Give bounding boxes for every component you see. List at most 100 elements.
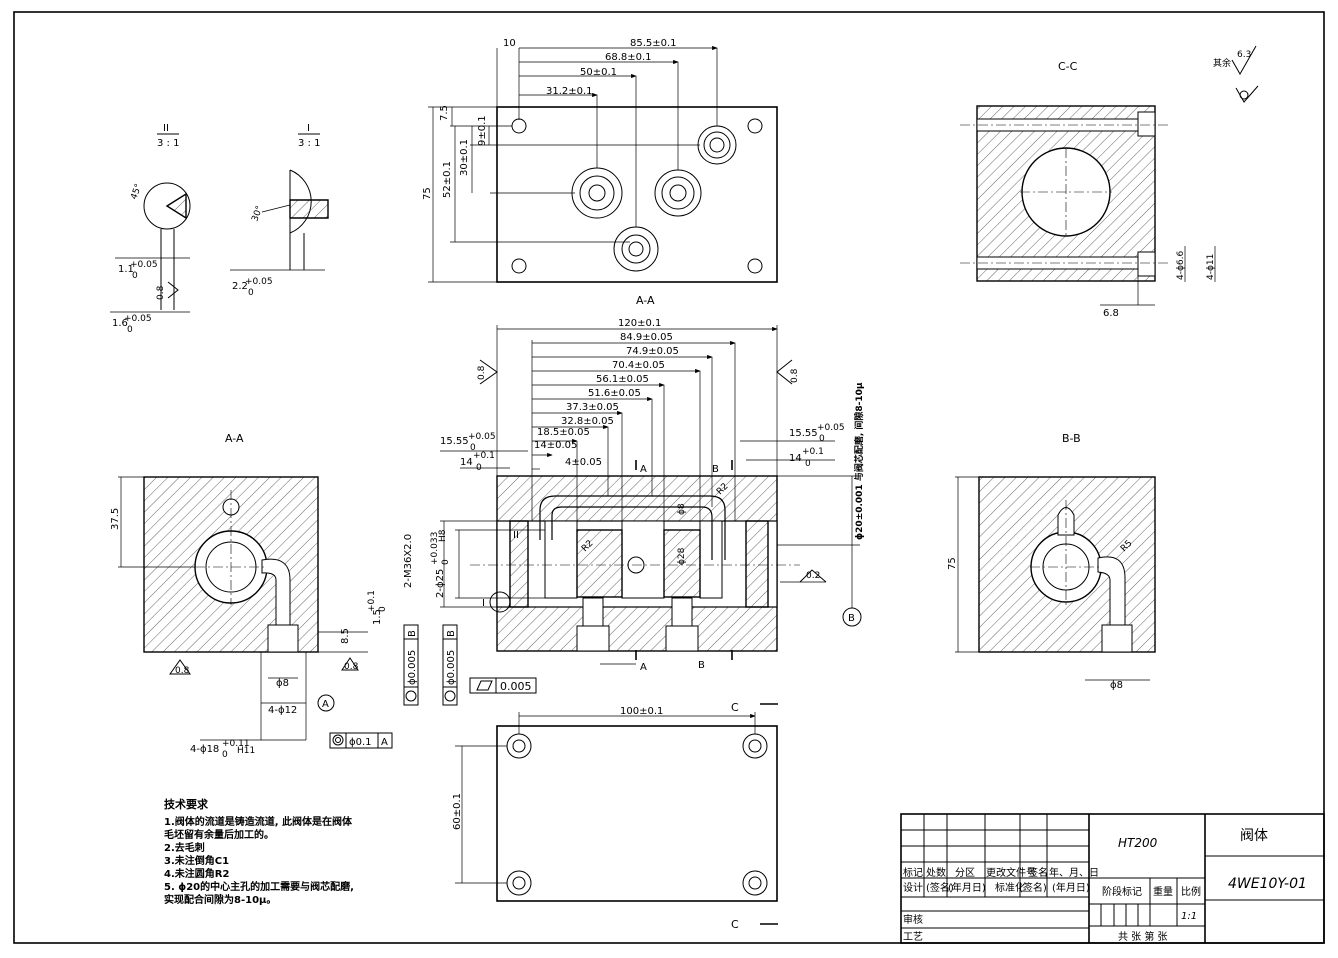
position-frame-2 <box>442 624 458 706</box>
concentricity-value: ϕ0.1 <box>349 737 372 748</box>
datum-b-label: B <box>848 613 855 624</box>
note-line-4: 3.未注倒角C1 <box>164 854 229 867</box>
dim-14-right-tol-upper: +0.1 <box>802 447 824 457</box>
detail-II-scale: 3 : 1 <box>157 138 179 149</box>
detail-I-scale: 3 : 1 <box>298 138 320 149</box>
dim-1.1: 1.1 <box>118 264 134 275</box>
position-datum-1: B <box>407 630 418 637</box>
dim-4-phi11: 4-ϕ11 <box>1206 254 1216 280</box>
section-bb-label: B-B <box>1062 432 1081 445</box>
dim-14-left-tol-lower: 0 <box>476 463 482 473</box>
tb-header-change-doc: 更改文件号 <box>986 866 1036 879</box>
dim-14-left: 14 <box>460 457 473 468</box>
dim-4-phi18: 4-ϕ18 <box>190 744 219 755</box>
tb-standard-date: (年月日) <box>1052 881 1090 894</box>
part-name: 阀体 <box>1240 828 1268 844</box>
roughness-0.8-aa-right: 0.8 <box>344 662 359 672</box>
dim-52: 52±0.1 <box>442 161 453 198</box>
dim-56.1: 56.1±0.05 <box>596 374 649 385</box>
dim-30: 30±0.1 <box>459 139 470 176</box>
dim-2.2-tol-upper: +0.05 <box>245 277 273 287</box>
roughness-6.3: 6.3 <box>1237 50 1251 60</box>
dim-4-phi18-tol-lower: 0 <box>222 750 228 760</box>
section-a-mark-top: A <box>640 464 647 475</box>
tb-process: 工艺 <box>903 931 923 943</box>
section-aa-center-label: A-A <box>636 294 655 307</box>
dim-51.6: 51.6±0.05 <box>588 388 641 399</box>
position-icon-1 <box>405 690 417 702</box>
tb-header-sign: 签名 <box>1028 866 1048 879</box>
detail-II: II 3 : 1 45° 1.1 +0.05 0 0.8 1.6 +0.05 0 <box>110 123 191 335</box>
datum-a-label: A <box>322 699 329 710</box>
concentricity-frame <box>329 732 393 749</box>
dim-phi28: ϕ28 <box>677 547 687 565</box>
dim-84.9: 84.9±0.05 <box>620 332 673 343</box>
tb-header-mark: 标记 <box>903 867 923 879</box>
dim-74.9: 74.9±0.05 <box>626 346 679 357</box>
dim-8.5: 8.5 <box>340 628 351 644</box>
note-line-1: 1.阀体的流道是铸造流道, 此阀体是在阀体 <box>164 815 353 828</box>
flatness-frame <box>469 677 537 694</box>
dim-1.5-tol-upper: +0.1 <box>367 590 377 612</box>
dim-30deg: 30° <box>250 205 265 223</box>
dim-31.2: 31.2±0.1 <box>546 86 593 97</box>
dim-75-bb: 75 <box>947 557 958 570</box>
dim-phi8-aa: ϕ8 <box>276 678 289 689</box>
datum-a-circle <box>317 694 335 712</box>
section-cc: C-C 4-ϕ6.6 4-ϕ11 6.8 其余 6.3 <box>960 45 1259 319</box>
roughness-0.8-center-right: 0.8 <box>790 368 800 383</box>
section-c-mark-top: C <box>731 701 739 714</box>
dim-1.6: 1.6 <box>112 318 128 329</box>
note-line-6: 5. ϕ20的中心主孔的加工需要与阀芯配磨, <box>164 880 354 893</box>
dim-60: 60±0.1 <box>452 793 463 830</box>
dim-4-phi18-fit: H11 <box>237 746 255 756</box>
bottom-view: 100±0.1 60±0.1 C C <box>452 701 778 931</box>
tb-header-zone: 分区 <box>955 867 975 879</box>
dim-15.55-right: 15.55 <box>789 428 818 439</box>
tb-header-date: 年、月、日 <box>1049 866 1099 879</box>
note-line-2: 毛坯留有余量后加工的。 <box>164 828 274 841</box>
dim-120: 120±0.1 <box>618 318 661 329</box>
position-value-2: ϕ0.005 <box>446 650 457 685</box>
dim-14: 14±0.05 <box>534 440 577 451</box>
dim-1.6-tol-upper: +0.05 <box>124 314 152 324</box>
section-b-mark-top: B <box>712 464 719 475</box>
position-datum-2: B <box>446 630 457 637</box>
roughness-rest-label: 其余 <box>1213 57 1231 69</box>
roughness-0.2: 0.2 <box>806 571 820 581</box>
concentricity-datum: A <box>381 737 388 748</box>
section-c-mark-bottom: C <box>731 918 739 931</box>
dim-4-phi18-tol-upper: +0.11 <box>222 739 250 749</box>
section-aa-left: A-A 37.5 8.5 1.5 +0.1 0 ϕ8 4-ϕ12 4-ϕ18 +… <box>110 432 393 760</box>
flatness-value: 0.005 <box>500 680 532 693</box>
dim-4-phi12: 4-ϕ12 <box>268 705 297 716</box>
dim-2-phi25-fit: H8 <box>438 529 448 542</box>
dim-15.55-right-tol-lower: 0 <box>819 434 825 444</box>
note-line-3: 2.去毛刺 <box>164 841 205 854</box>
flatness-icon <box>476 680 493 691</box>
dim-2-phi25-tol-upper: +0.033 <box>430 532 440 565</box>
tb-review: 审核 <box>903 913 923 926</box>
dim-14-right-tol-lower: 0 <box>805 459 811 469</box>
roughness-general-icon <box>1235 85 1259 103</box>
tb-standard: 标准化 <box>995 881 1025 894</box>
top-view: 10 85.5±0.1 68.8±0.1 50±0.1 31.2±0.1 7.5… <box>422 38 778 283</box>
section-b-mark-bottom: B <box>698 660 705 671</box>
tb-design-date: (年月日) <box>948 881 986 894</box>
roughness-0.8-detail: 0.8 <box>156 285 166 300</box>
dim-2-phi25-tol-lower: 0 <box>441 559 451 565</box>
dim-50: 50±0.1 <box>580 67 617 78</box>
dim-15.55-left-tol-upper: +0.05 <box>468 432 496 442</box>
dim-15.55-left-tol-lower: 0 <box>470 443 476 453</box>
dim-4: 4±0.05 <box>565 457 602 468</box>
notes-title: 技术要求 <box>164 797 209 811</box>
tb-stage: 阶段标记 <box>1102 885 1142 898</box>
detail-II-ref: II <box>513 530 519 541</box>
tb-design: 设计 <box>903 881 923 894</box>
dim-2-phi25: 2-ϕ25 <box>435 569 446 598</box>
dim-32.8: 32.8±0.05 <box>561 416 614 427</box>
section-a-mark-bottom: A <box>640 662 647 673</box>
dim-15.55-right-tol-upper: +0.05 <box>817 423 845 433</box>
